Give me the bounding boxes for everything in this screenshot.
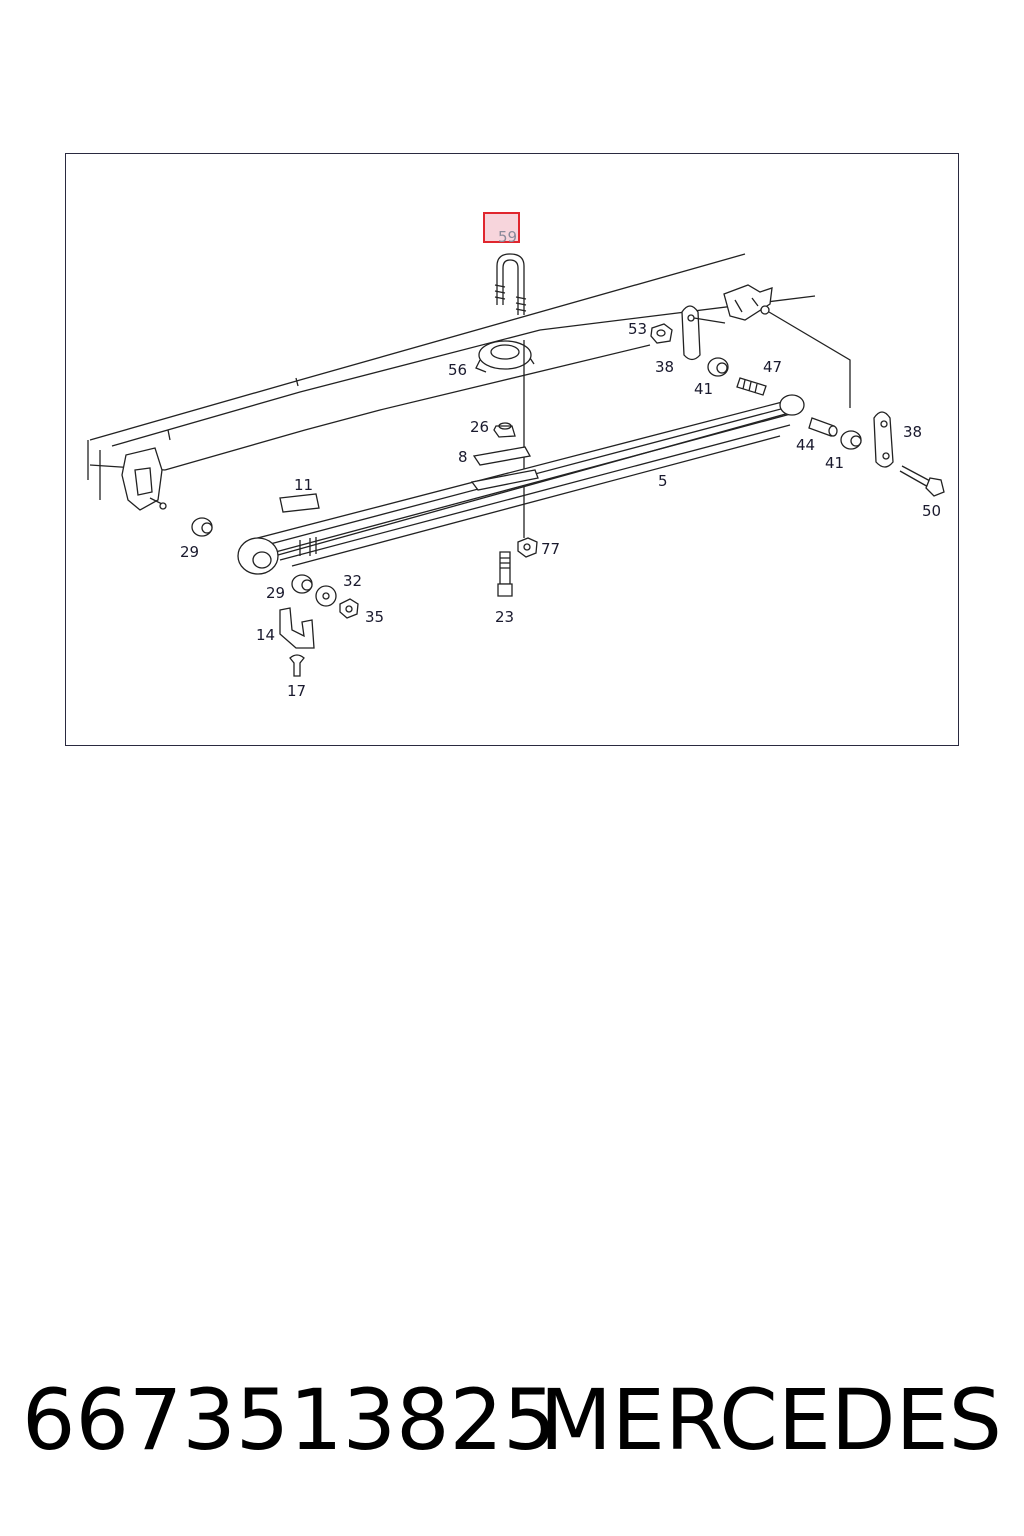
parts-diagram-frame xyxy=(65,153,959,746)
footer-caption: 6673513825 MERCEDES xyxy=(0,1370,1024,1470)
nut-53 xyxy=(650,323,673,344)
highlight-box xyxy=(483,212,520,243)
bolt-50 xyxy=(899,465,945,497)
part-number: 6673513825 xyxy=(22,1371,557,1469)
frame-rail xyxy=(87,253,816,500)
spring-seat xyxy=(475,340,535,373)
callout-23[interactable]: 23 xyxy=(495,608,514,626)
callout-35[interactable]: 35 xyxy=(365,608,384,626)
callout-38[interactable]: 38 xyxy=(655,358,674,376)
bolt-23 xyxy=(497,551,513,597)
callout-11[interactable]: 11 xyxy=(294,476,313,494)
callout-47[interactable]: 47 xyxy=(763,358,782,376)
washer-32 xyxy=(315,585,337,607)
callout-8[interactable]: 8 xyxy=(458,448,468,466)
callout-41[interactable]: 41 xyxy=(694,380,713,398)
bushing-29-left xyxy=(191,517,213,537)
bushing-41-lower xyxy=(840,430,862,450)
callout-29b[interactable]: 29 xyxy=(266,584,285,602)
rear-shackle-hanger xyxy=(723,284,851,408)
callout-50[interactable]: 50 xyxy=(922,502,941,520)
callout-53[interactable]: 53 xyxy=(628,320,647,338)
parts-exploded-diagram: 59 53 38 41 47 56 26 8 44 41 38 11 5 50 … xyxy=(87,212,945,700)
callout-14[interactable]: 14 xyxy=(256,626,275,644)
front-spring-bracket xyxy=(121,447,167,511)
shackle-plate-38-upper xyxy=(681,305,726,361)
bushing-29-lower xyxy=(291,574,313,594)
leaf-spring xyxy=(237,394,805,575)
rubber-pad xyxy=(279,493,320,513)
nut-35 xyxy=(339,598,359,619)
nut-77 xyxy=(517,537,538,558)
rivet-17 xyxy=(289,654,305,677)
sleeve-44 xyxy=(808,417,838,437)
shackle-plate-38-lower xyxy=(873,411,894,468)
callout-56[interactable]: 56 xyxy=(448,361,467,379)
brand-name: MERCEDES xyxy=(539,1371,1002,1469)
callout-44[interactable]: 44 xyxy=(796,436,815,454)
bushing-41-upper xyxy=(707,357,729,377)
callout-29[interactable]: 29 xyxy=(180,543,199,561)
callout-41b[interactable]: 41 xyxy=(825,454,844,472)
callout-26[interactable]: 26 xyxy=(470,418,489,436)
callout-32[interactable]: 32 xyxy=(343,572,362,590)
callout-77[interactable]: 77 xyxy=(541,540,560,558)
bolt-47 xyxy=(736,377,767,396)
nut-26 xyxy=(493,422,516,438)
u-bolt xyxy=(494,253,527,315)
callout-5[interactable]: 5 xyxy=(658,472,668,490)
clip-14 xyxy=(279,607,315,649)
callout-17[interactable]: 17 xyxy=(287,682,306,700)
callout-38b[interactable]: 38 xyxy=(903,423,922,441)
clamp-plate xyxy=(472,446,532,466)
callout-59[interactable]: 59 xyxy=(498,228,517,246)
